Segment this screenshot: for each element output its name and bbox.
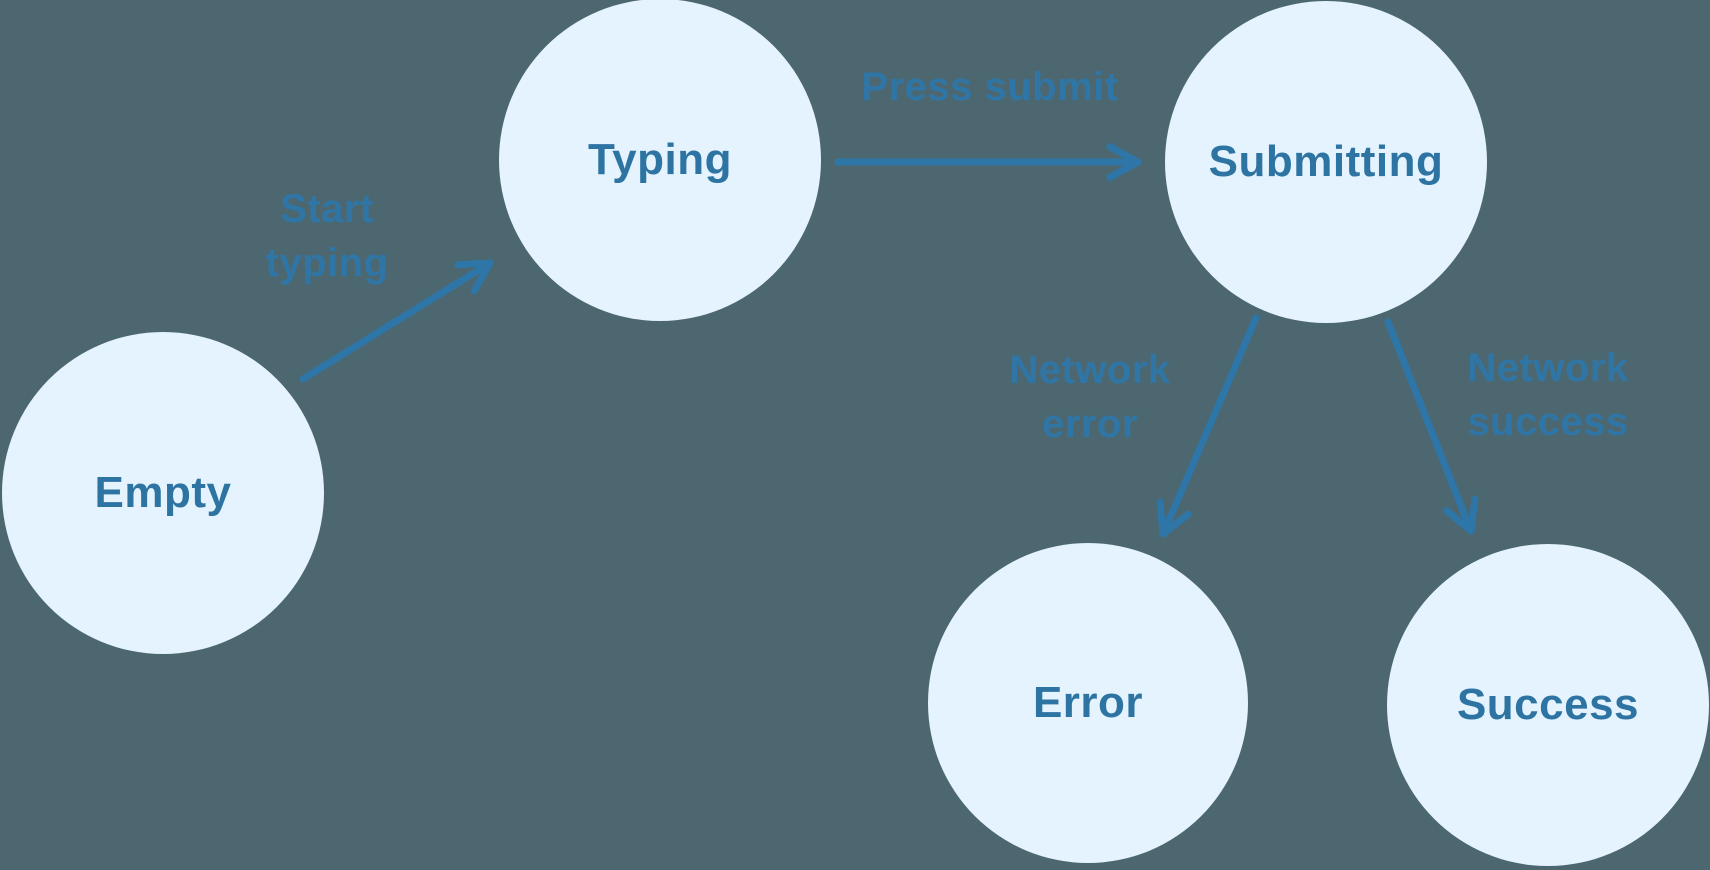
transition-arrow-press-submit xyxy=(834,143,1142,181)
arrow-shaft xyxy=(1384,318,1475,535)
transition-arrow-start-typing xyxy=(299,259,494,383)
transition-arrow-network-error xyxy=(1156,314,1260,538)
edge-label-line: error xyxy=(1042,402,1138,446)
state-node-success: Success xyxy=(1387,544,1709,866)
arrowhead-icon xyxy=(1156,498,1192,538)
arrowhead-icon xyxy=(1442,495,1479,535)
state-node-submitting: Submitting xyxy=(1165,1,1487,323)
state-node-label: Success xyxy=(1456,680,1640,729)
state-node-label: Error xyxy=(1032,678,1144,727)
edge-label-line: success xyxy=(1467,400,1629,444)
transition-arrow-network-success xyxy=(1384,318,1479,535)
edge-label-network-success: Network success xyxy=(1467,341,1628,449)
state-node-typing: Typing xyxy=(499,0,821,321)
state-node-error: Error xyxy=(928,543,1248,863)
edge-label-press-submit: Press submit xyxy=(861,60,1118,114)
arrowhead-icon xyxy=(454,259,494,295)
edge-label-line: Press submit xyxy=(861,65,1119,109)
edge-label-line: Start xyxy=(280,187,374,231)
state-node-label: Empty xyxy=(94,468,232,517)
edge-label-start-typing: Start typing xyxy=(266,182,389,290)
arrow-shaft xyxy=(1159,314,1260,538)
edge-label-line: typing xyxy=(265,241,389,285)
arrowhead-icon xyxy=(1106,143,1142,181)
state-node-label: Typing xyxy=(588,135,732,184)
edge-label-line: Network xyxy=(1467,346,1629,390)
edge-label-line: Network xyxy=(1009,348,1171,392)
edge-label-network-error: Network error xyxy=(1009,343,1170,451)
arrow-shaft xyxy=(299,259,494,383)
state-node-label: Submitting xyxy=(1208,137,1444,186)
state-node-empty: Empty xyxy=(2,332,324,654)
